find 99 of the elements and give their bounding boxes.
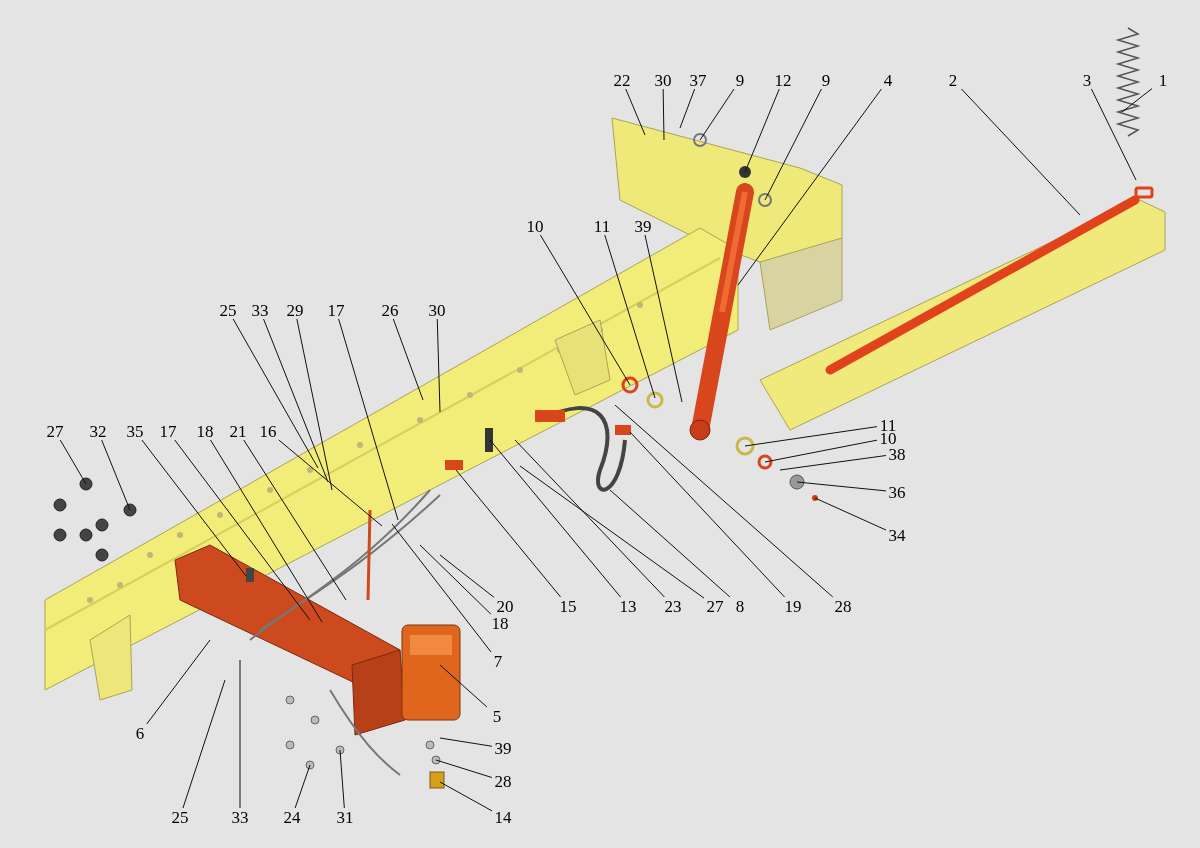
leader-line bbox=[1090, 88, 1137, 181]
leader-line bbox=[435, 759, 493, 779]
callout-number: 26 bbox=[379, 301, 401, 319]
leader-line bbox=[263, 318, 329, 483]
leader-line bbox=[604, 234, 656, 399]
leader-line bbox=[146, 639, 211, 725]
callout-number: 9 bbox=[729, 71, 751, 89]
callout-number: 32 bbox=[87, 422, 109, 440]
callout-number: 20 bbox=[494, 597, 516, 615]
leader-line bbox=[519, 465, 705, 599]
leader-line bbox=[744, 88, 780, 173]
callout-number: 3 bbox=[1076, 71, 1098, 89]
callout-number: 38 bbox=[886, 445, 908, 463]
leader-line bbox=[609, 489, 731, 598]
leader-line bbox=[644, 234, 683, 403]
callout-number: 36 bbox=[886, 483, 908, 501]
leader-line bbox=[764, 88, 822, 201]
callout-number: 7 bbox=[487, 652, 509, 670]
leader-line bbox=[614, 404, 834, 598]
leader-line bbox=[232, 318, 319, 469]
leader-line bbox=[539, 234, 631, 386]
callout-number: 23 bbox=[662, 597, 684, 615]
callout-number: 28 bbox=[832, 597, 854, 615]
callout-number: 15 bbox=[557, 597, 579, 615]
leader-line bbox=[764, 439, 878, 463]
leader-line bbox=[339, 749, 345, 809]
callout-number: 11 bbox=[591, 217, 613, 235]
callout-number: 5 bbox=[486, 707, 508, 725]
callout-number: 33 bbox=[229, 808, 251, 826]
callout-number: 29 bbox=[284, 301, 306, 319]
callout-number: 25 bbox=[217, 301, 239, 319]
leader-line bbox=[210, 439, 323, 623]
leader-line bbox=[744, 426, 878, 447]
leader-line bbox=[625, 88, 646, 136]
callout-number: 37 bbox=[687, 71, 709, 89]
callout-number: 10 bbox=[524, 217, 546, 235]
callout-number: 17 bbox=[157, 422, 179, 440]
leader-line bbox=[814, 497, 887, 531]
callout-number: 30 bbox=[652, 71, 674, 89]
callout-number: 16 bbox=[257, 422, 279, 440]
callout-number: 30 bbox=[426, 301, 448, 319]
callout-number: 18 bbox=[194, 422, 216, 440]
leader-line bbox=[239, 659, 241, 809]
callout-number: 31 bbox=[334, 808, 356, 826]
callout-number: 17 bbox=[325, 301, 347, 319]
leader-line bbox=[779, 455, 887, 471]
leader-line bbox=[243, 439, 347, 601]
leader-line bbox=[439, 737, 493, 747]
leader-line bbox=[679, 88, 696, 129]
leader-line bbox=[439, 781, 493, 812]
callout-number: 4 bbox=[877, 71, 899, 89]
callout-number: 2 bbox=[942, 71, 964, 89]
callout-number: 13 bbox=[617, 597, 639, 615]
callout-number: 27 bbox=[44, 422, 66, 440]
leader-line bbox=[960, 88, 1081, 216]
leader-line bbox=[796, 481, 887, 492]
leader-line bbox=[514, 439, 665, 598]
leader-line bbox=[182, 679, 226, 809]
leader-line bbox=[439, 664, 488, 708]
callout-number: 24 bbox=[281, 808, 303, 826]
callout-number: 39 bbox=[632, 217, 654, 235]
callout-number: 21 bbox=[227, 422, 249, 440]
leader-line bbox=[174, 439, 311, 621]
leader-line bbox=[296, 318, 333, 491]
leader-line bbox=[278, 439, 383, 527]
leader-line bbox=[662, 88, 665, 141]
callout-number: 27 bbox=[704, 597, 726, 615]
leader-line bbox=[391, 523, 492, 653]
callout-number: 28 bbox=[492, 772, 514, 790]
leader-line bbox=[338, 318, 399, 521]
leader-line bbox=[294, 764, 311, 809]
leader-line bbox=[1121, 88, 1153, 113]
callout-number: 1 bbox=[1152, 71, 1174, 89]
leader-line bbox=[436, 318, 441, 413]
callout-number: 8 bbox=[729, 597, 751, 615]
callout-number: 35 bbox=[124, 422, 146, 440]
callout-number: 22 bbox=[611, 71, 633, 89]
callout-number: 33 bbox=[249, 301, 271, 319]
leader-line bbox=[101, 439, 131, 511]
callout-number: 6 bbox=[129, 724, 151, 742]
leader-line bbox=[699, 88, 735, 141]
leader-line bbox=[629, 431, 786, 598]
leader-line bbox=[439, 554, 495, 598]
leader-line bbox=[141, 439, 247, 577]
leader-line bbox=[489, 439, 621, 598]
leader-line bbox=[59, 439, 87, 485]
leader-line bbox=[737, 88, 882, 286]
callout-number: 11 bbox=[877, 416, 899, 434]
callout-number: 19 bbox=[782, 597, 804, 615]
callout-number: 9 bbox=[815, 71, 837, 89]
callout-number: 14 bbox=[492, 808, 514, 826]
callout-number: 12 bbox=[772, 71, 794, 89]
callout-number: 18 bbox=[489, 614, 511, 632]
leader-line bbox=[419, 544, 492, 615]
callout-number: 25 bbox=[169, 808, 191, 826]
leader-line bbox=[392, 318, 424, 401]
callout-number: 39 bbox=[492, 739, 514, 757]
callout-number: 34 bbox=[886, 526, 908, 544]
leader-line bbox=[455, 469, 562, 598]
